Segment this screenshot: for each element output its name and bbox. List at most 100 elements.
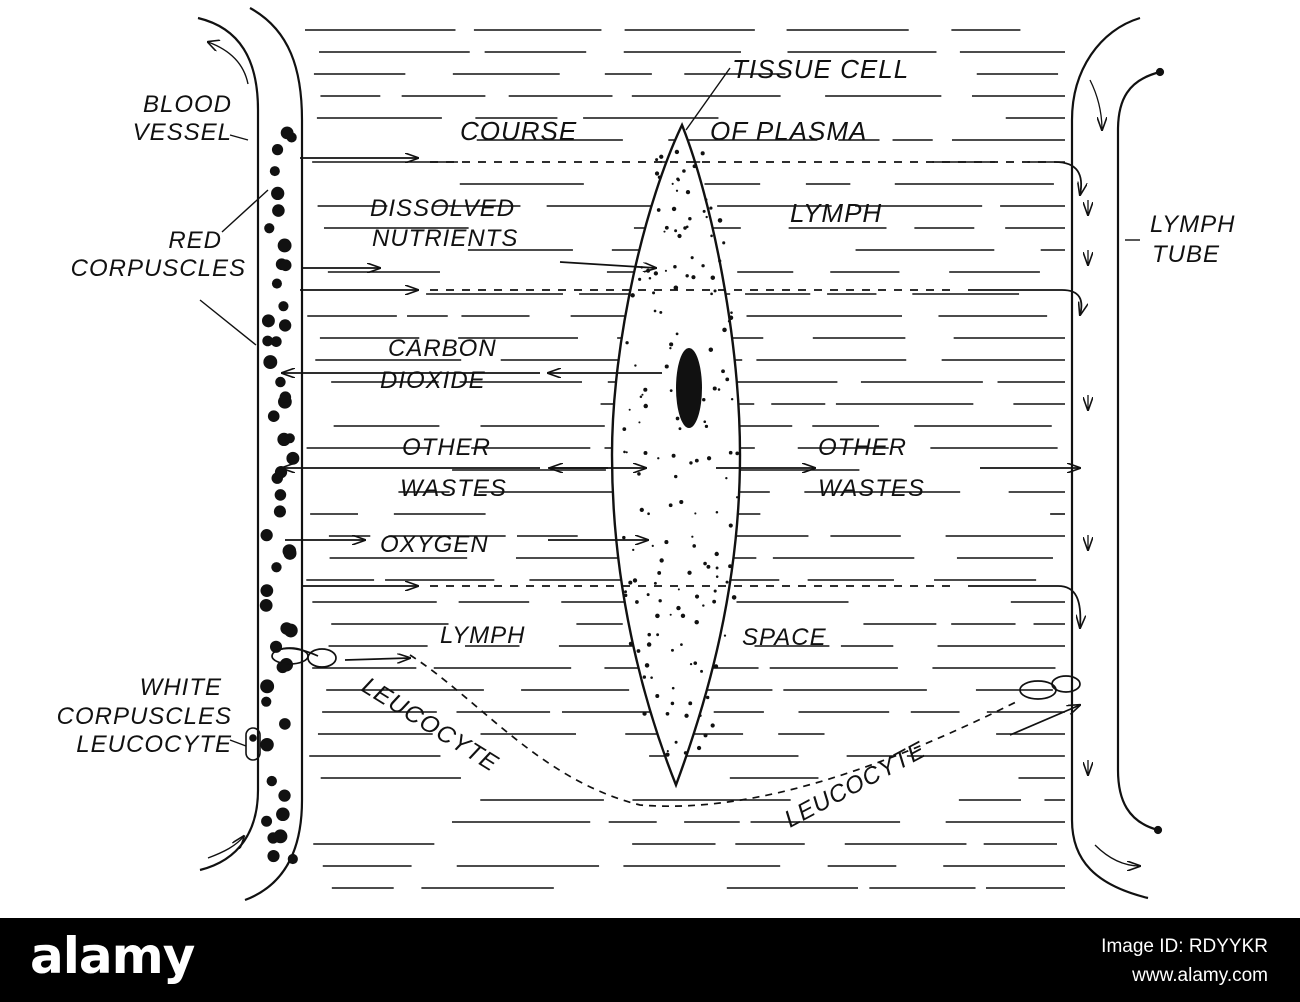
red-corpuscle	[269, 166, 280, 177]
cytoplasm-granule	[692, 544, 696, 548]
cytoplasm-granule	[688, 216, 692, 221]
cytoplasm-granule	[682, 169, 686, 173]
cytoplasm-granule	[624, 590, 627, 594]
red-corpuscle	[279, 658, 294, 672]
cytoplasm-granule	[700, 151, 705, 156]
cytoplasm-granule	[623, 450, 626, 454]
cytoplasm-granule	[702, 397, 706, 402]
cytoplasm-granule	[635, 600, 639, 604]
cytoplasm-granule	[636, 649, 641, 653]
cytoplasm-granule	[718, 259, 722, 263]
label-red: RED	[168, 227, 222, 254]
cytoplasm-granule	[650, 676, 653, 679]
label-of-plasma: OF PLASMA	[710, 116, 867, 146]
cytoplasm-granule	[653, 309, 657, 313]
cytoplasm-granule	[722, 327, 727, 333]
cytoplasm-granule	[671, 453, 676, 458]
red-corpuscle	[280, 126, 294, 140]
label-nutrients: NUTRIENTS	[372, 225, 518, 252]
cytoplasm-granule	[722, 241, 726, 245]
image-id: Image ID: RDYYKR	[1101, 936, 1268, 957]
site-url[interactable]: www.alamy.com	[1132, 965, 1268, 986]
red-corpuscle	[274, 489, 287, 501]
red-corpuscles	[259, 126, 300, 865]
red-corpuscle	[276, 807, 290, 822]
blood-vessel	[197, 7, 304, 902]
cytoplasm-granule	[712, 386, 717, 391]
label-oxygen: OXYGEN	[380, 531, 489, 558]
cytoplasm-granule	[710, 723, 715, 728]
red-corpuscle	[267, 849, 280, 863]
red-corpuscle	[279, 391, 292, 403]
cytoplasm-granule	[647, 632, 651, 637]
red-corpuscle	[260, 584, 274, 597]
cytoplasm-granule	[702, 604, 705, 607]
cytoplasm-granule	[652, 291, 656, 295]
exchange-arrows	[282, 261, 1080, 540]
red-corpuscle	[266, 775, 277, 787]
cytoplasm-granule	[689, 662, 693, 666]
red-corpuscle	[278, 789, 291, 802]
label-wastes-right: WASTES	[818, 475, 925, 502]
label-tissue-cell: TISSUE CELL	[732, 54, 909, 84]
cytoplasm-granule	[683, 751, 688, 755]
cytoplasm-granule	[676, 177, 680, 181]
cytoplasm-granule	[683, 226, 687, 230]
red-corpuscle	[287, 853, 298, 865]
leucocyte-in-vessel	[245, 727, 261, 761]
cytoplasm-granule	[638, 277, 642, 281]
cytoplasm-granule	[657, 175, 662, 179]
label-lymph-space-2: SPACE	[742, 624, 827, 651]
cytoplasm-granule	[658, 599, 662, 603]
cytoplasm-granule	[671, 206, 677, 212]
plasma-flow	[300, 158, 1081, 628]
label-lymph: LYMPH	[790, 198, 882, 228]
cytoplasm-granule	[730, 311, 733, 314]
cytoplasm-granule	[651, 544, 654, 548]
cytoplasm-granule	[721, 369, 725, 374]
red-corpuscle	[280, 622, 293, 635]
cytoplasm-granule	[715, 566, 719, 570]
cytoplasm-granule	[637, 472, 641, 476]
cytoplasm-granule	[694, 619, 699, 625]
cytoplasm-granule	[712, 599, 717, 604]
cytoplasm-granule	[622, 535, 626, 540]
image-info: Image ID: RDYYKR www.alamy.com	[1101, 932, 1268, 990]
label-blood: BLOOD	[143, 91, 232, 118]
cytoplasm-granule	[676, 605, 681, 611]
cytoplasm-granule	[664, 364, 669, 369]
cytoplasm-granule	[628, 580, 633, 585]
cytoplasm-granule	[690, 256, 694, 260]
cytoplasm-granule	[646, 593, 650, 597]
cytoplasm-granule	[710, 234, 713, 238]
cytoplasm-granule	[653, 581, 657, 585]
cytoplasm-granule	[688, 701, 693, 706]
cytoplasm-granule	[647, 512, 650, 516]
cytoplasm-granule	[656, 208, 661, 212]
red-corpuscle	[282, 544, 297, 558]
cytoplasm-granule	[671, 686, 675, 690]
cytoplasm-granule	[659, 310, 663, 314]
cytoplasm-granule	[703, 420, 707, 424]
cytoplasm-granule	[701, 264, 705, 268]
cytoplasm-granule	[702, 209, 706, 213]
cytoplasm-granule	[713, 589, 717, 593]
cytoplasm-granule	[730, 397, 734, 401]
cytoplasm-granule	[704, 198, 708, 202]
cytoplasm-granule	[663, 230, 666, 233]
cytoplasm-granule	[634, 364, 637, 367]
red-corpuscle	[275, 376, 286, 388]
red-corpuscle	[278, 319, 292, 332]
cytoplasm-granule	[705, 215, 708, 219]
cytoplasm-granule	[709, 206, 713, 210]
cytoplasm-granule	[703, 561, 707, 566]
tissue-cell	[610, 122, 742, 789]
red-corpuscle	[260, 679, 275, 694]
cytoplasm-granule	[680, 643, 683, 646]
cytoplasm-granule	[731, 595, 737, 600]
cytoplasm-granule	[642, 711, 647, 716]
cytoplasm-granule	[708, 347, 714, 352]
cytoplasm-granule	[638, 421, 641, 424]
cytoplasm-granule	[685, 274, 689, 278]
alamy-logo[interactable]: alamy	[30, 927, 195, 985]
